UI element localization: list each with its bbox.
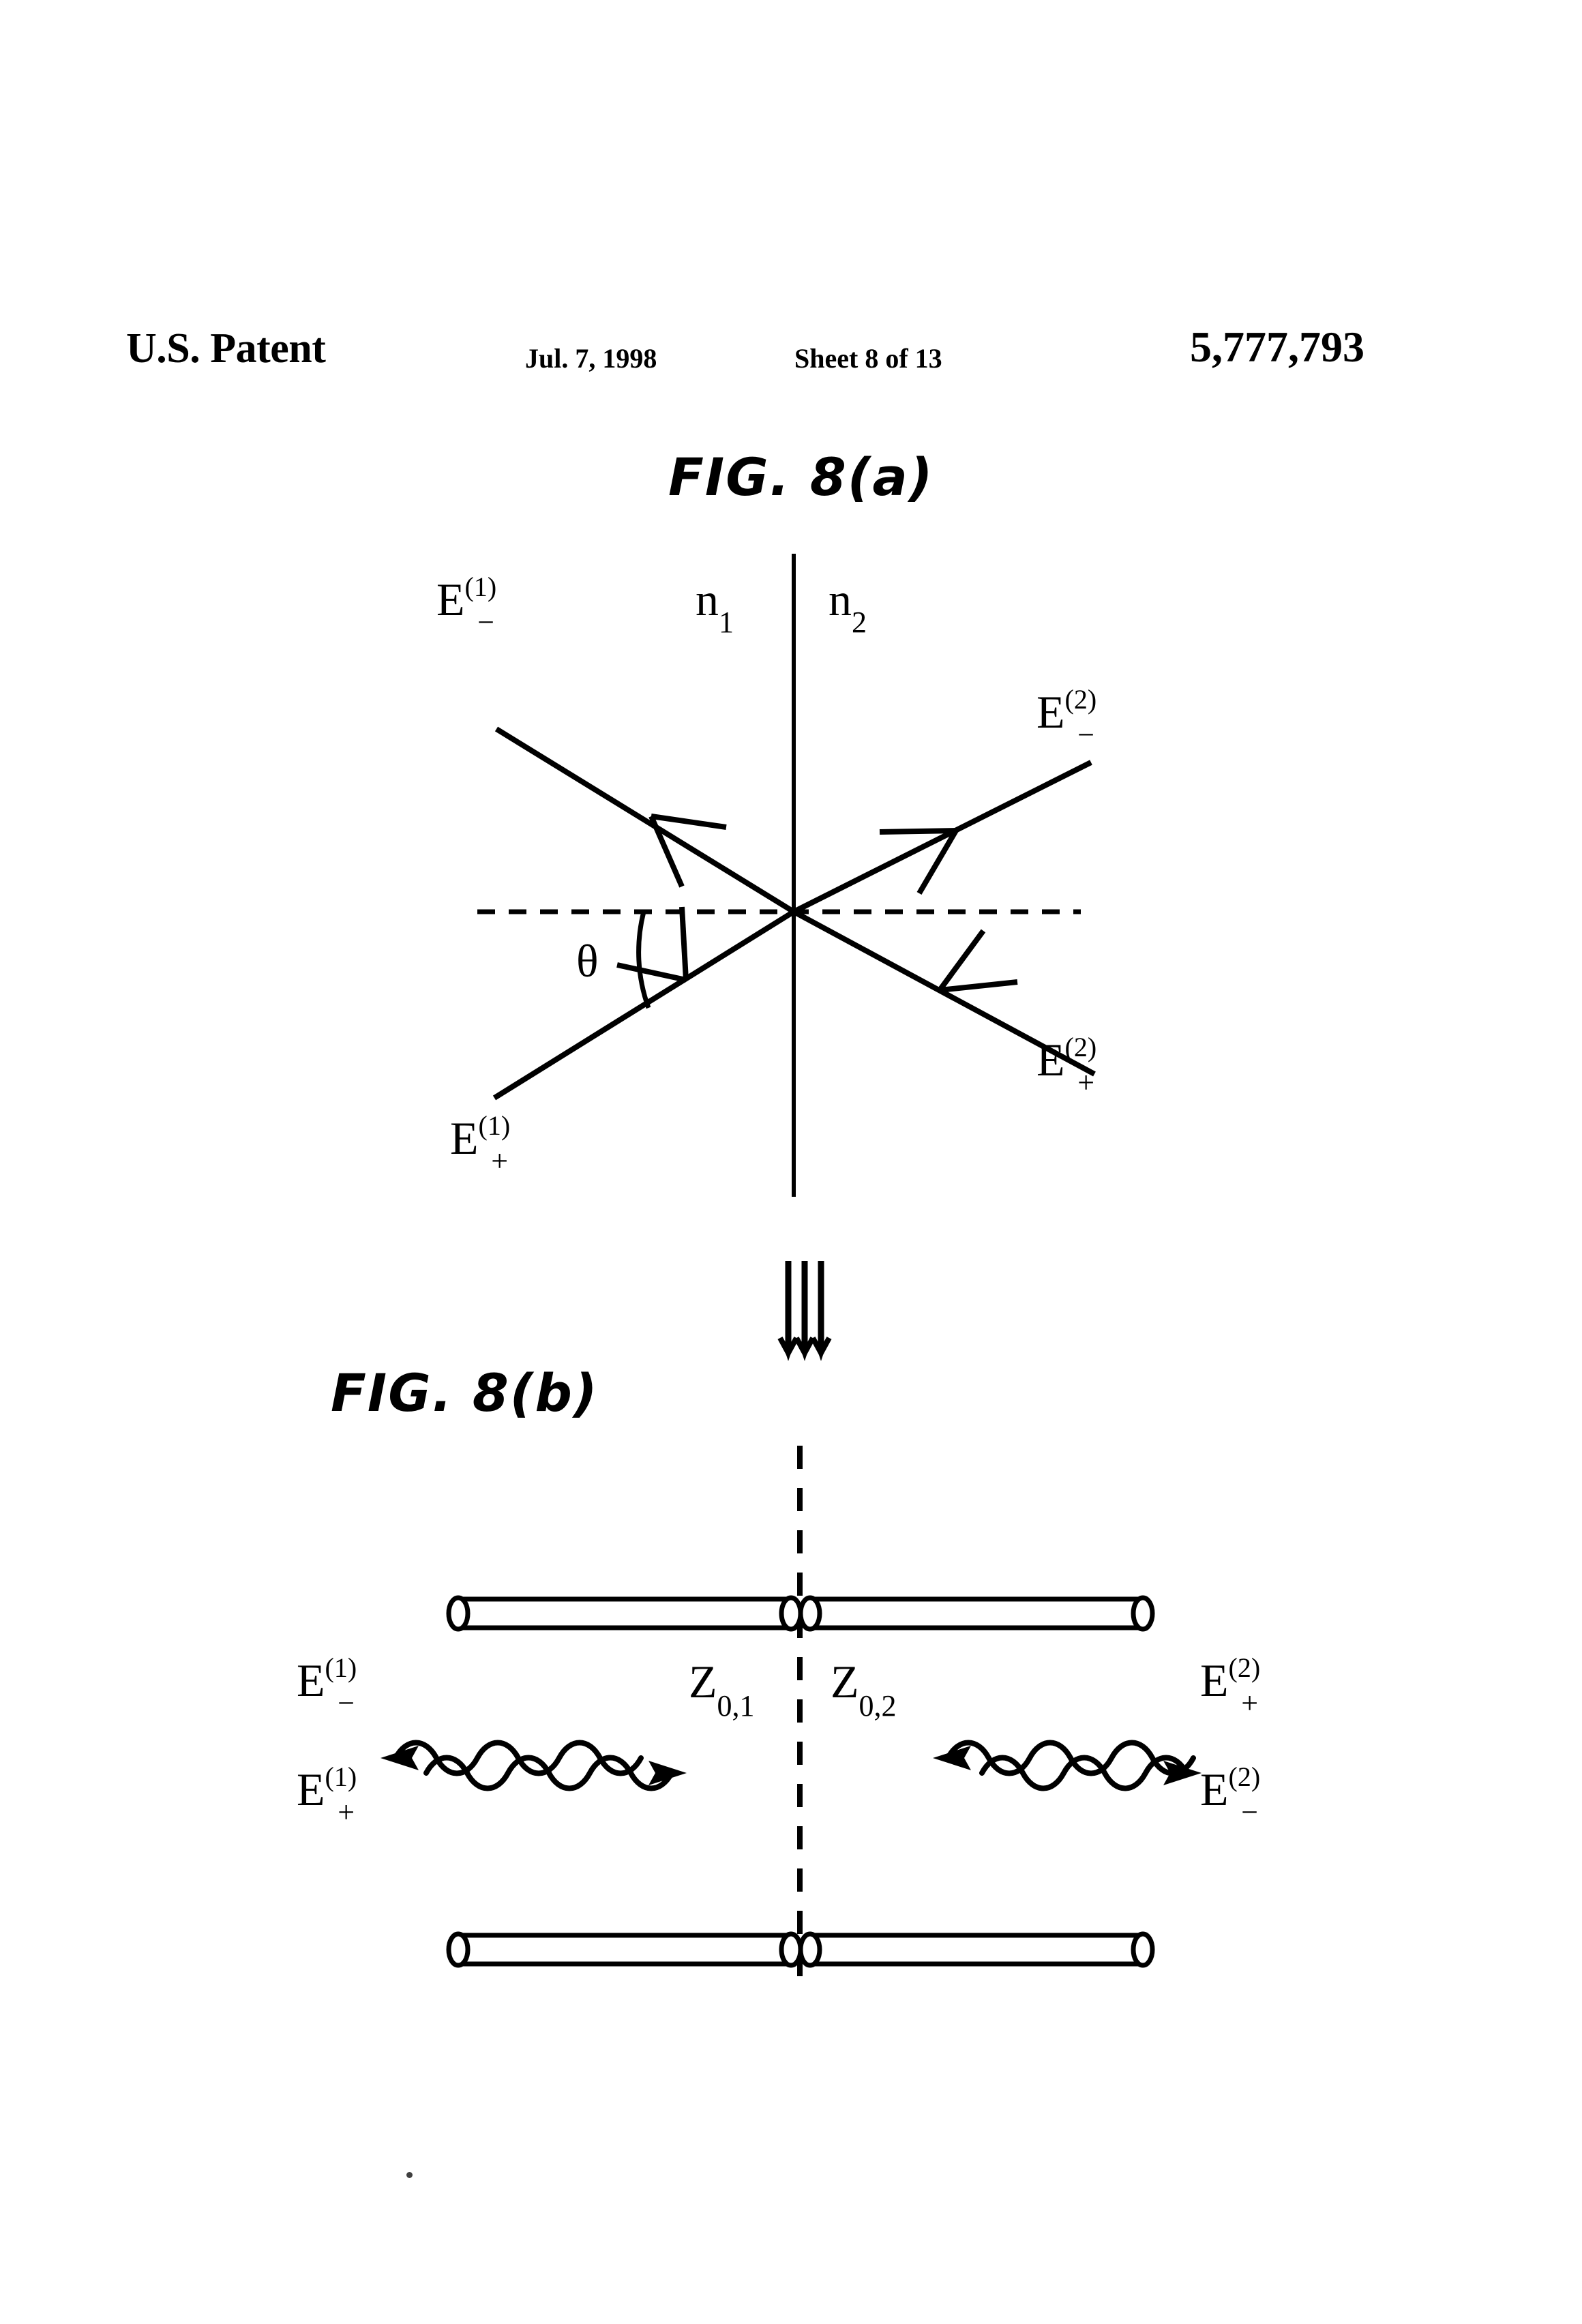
patent-number: 5,777,793 [1190, 323, 1364, 371]
down-arrow-tip-1 [783, 1347, 793, 1361]
label-z01: Z0,1 [689, 1656, 755, 1723]
figure-8a-title: FIG. 8(a) [668, 447, 934, 507]
label-e-minus-1-fig8b: E(1)− [297, 1652, 357, 1720]
figure-8b-title: FIG. 8(b) [331, 1362, 599, 1423]
arrowhead-e-minus-1 [648, 814, 727, 888]
conductor-top-right [798, 1595, 1155, 1632]
wave-arrowhead-right-bottomright [1163, 1761, 1202, 1785]
label-e-minus-2-fig8b: E(2)− [1200, 1761, 1261, 1829]
label-e-minus-1-fig8a: E(1)− [436, 571, 497, 639]
theta-angle-arc [636, 911, 651, 1009]
label-e-plus-1-fig8b: E(1)+ [297, 1761, 357, 1829]
wave-e-minus-2 [979, 1755, 1202, 1791]
ray-e-minus-2 [792, 760, 1092, 914]
ray-e-plus-2 [792, 909, 1096, 1077]
wave-arrowhead-left-topright [933, 1746, 971, 1770]
label-e-plus-2-fig8b: E(2)+ [1200, 1652, 1261, 1720]
down-arrow-tip-3 [816, 1347, 826, 1361]
wave-arrowhead-right-bottom [648, 1761, 687, 1785]
label-theta-angle: θ [576, 935, 599, 987]
arrowhead-e-plus-2 [937, 929, 1018, 993]
sheet-number: Sheet 8 of 13 [794, 343, 942, 374]
patent-office-label: U.S. Patent [126, 325, 326, 372]
patent-header: U.S. Patent Jul. 7, 1998 Sheet 8 of 13 5… [0, 164, 1582, 374]
conductor-bottom-left [446, 1931, 803, 1968]
patent-date: Jul. 7, 1998 [525, 343, 657, 374]
label-z02: Z0,2 [831, 1656, 897, 1723]
label-e-minus-2-fig8a: E(2)− [1036, 684, 1097, 751]
arrowhead-e-minus-2 [879, 828, 959, 895]
label-e-plus-1-fig8a: E(1)+ [450, 1110, 511, 1178]
label-n1: n1 [696, 573, 734, 639]
down-arrow-tip-2 [800, 1347, 809, 1361]
conductor-bottom-right [798, 1931, 1155, 1968]
wave-e-plus-1 [423, 1755, 687, 1791]
ray-e-minus-1 [494, 726, 796, 914]
conductor-top-left [446, 1595, 803, 1632]
scan-artifact-dot [406, 2172, 413, 2178]
arrowhead-e-plus-1 [616, 906, 689, 983]
ray-e-plus-1 [492, 909, 796, 1101]
label-e-plus-2-fig8a: E(2)+ [1036, 1032, 1097, 1099]
wave-e-plus-2 [933, 1740, 1196, 1776]
label-n2: n2 [829, 573, 867, 639]
wave-arrowhead-left-top [380, 1746, 419, 1770]
